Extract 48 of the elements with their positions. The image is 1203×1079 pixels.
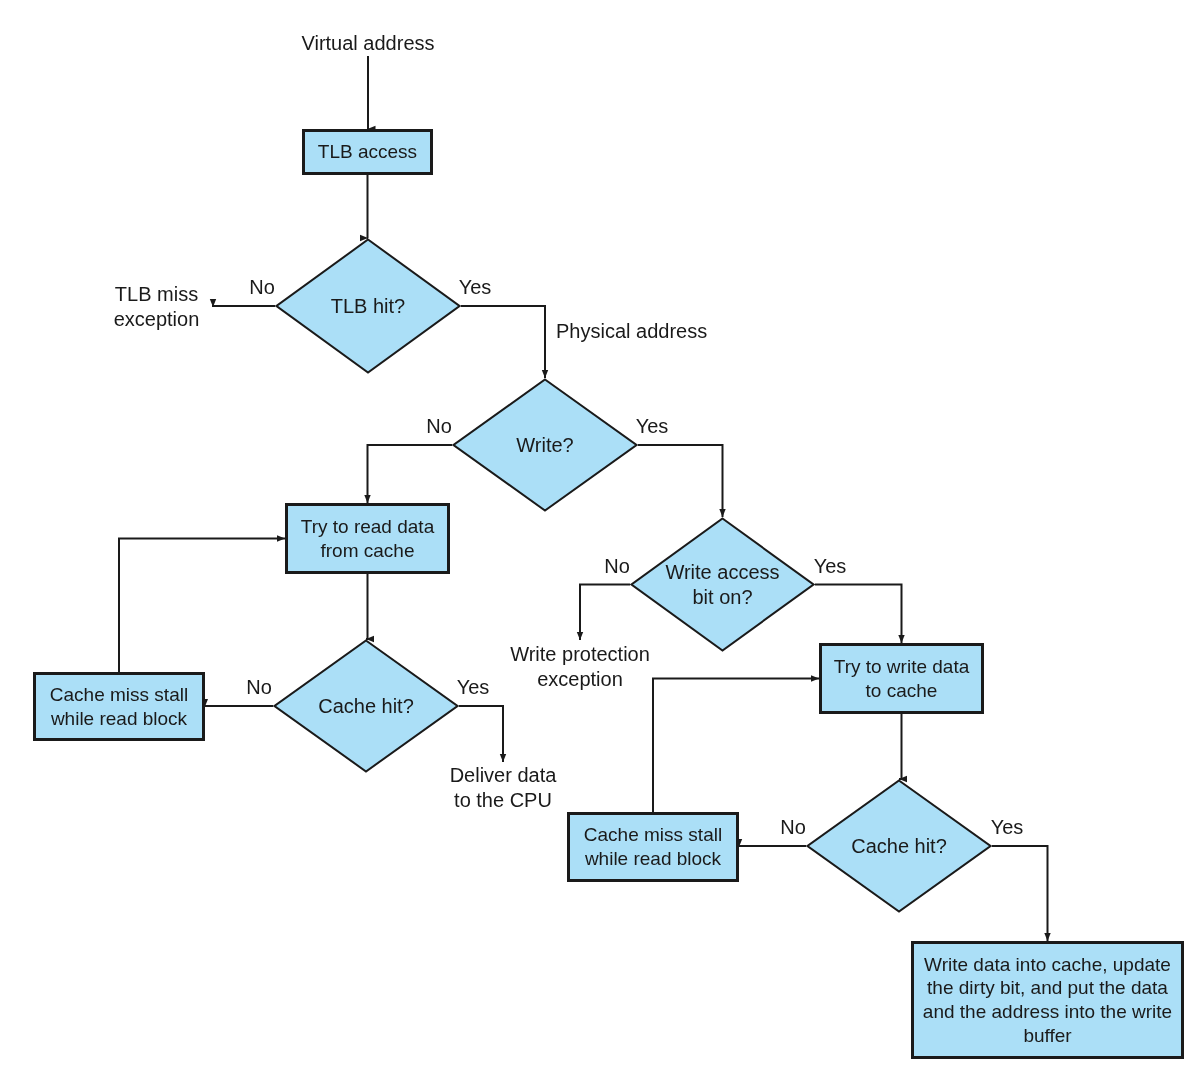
arrow	[898, 713, 907, 783]
edge-label: Yes	[990, 817, 1024, 837]
arrow	[360, 174, 369, 242]
arrow	[576, 583, 631, 641]
node-text: Write data into cache, update the dirty bit, and put the data and the address into the write buffer	[921, 952, 1174, 1048]
edge-label: Yes	[813, 556, 847, 576]
arrow	[637, 444, 726, 518]
node-text: TLB access	[317, 140, 418, 164]
node-text: Cache miss stall while read block	[582, 823, 724, 871]
node-text: TLB hit?	[330, 293, 406, 319]
signal-label: Physical address	[556, 319, 708, 343]
arrow	[118, 535, 286, 673]
node-text: Cache hit?	[318, 693, 414, 719]
decision-diamond	[275, 238, 461, 374]
node-text: TLB miss exception	[112, 282, 201, 332]
process-box	[819, 643, 984, 714]
edge-label: Yes	[458, 277, 492, 297]
process-box	[33, 672, 205, 741]
edge-label: No	[426, 416, 452, 436]
edge-label: Yes	[635, 416, 669, 436]
node-text: Virtual address	[301, 30, 435, 56]
node-text: Deliver data to the CPU	[448, 763, 558, 813]
node-text: Cache miss stall while read block	[48, 682, 190, 731]
node-text: Write access bit on?	[664, 559, 781, 610]
decision-diamond	[452, 378, 638, 512]
node-text: Write?	[516, 432, 574, 458]
arrow	[365, 573, 374, 643]
node-text: Try to read data from cache	[299, 514, 436, 563]
node-text: Write protection exception	[509, 642, 651, 692]
process-box	[285, 503, 450, 574]
arrow	[460, 305, 549, 379]
node-text: Cache hit?	[851, 833, 947, 859]
edge-label: No	[249, 277, 275, 297]
edge-label: No	[780, 817, 806, 837]
arrow	[458, 705, 507, 763]
arrow	[814, 583, 905, 644]
arrow	[991, 845, 1051, 942]
process-box	[911, 941, 1184, 1059]
arrow	[364, 444, 453, 504]
arrow	[209, 299, 276, 308]
process-box	[567, 812, 739, 882]
decision-diamond	[806, 779, 992, 913]
edge-label: No	[246, 677, 272, 697]
edge-label: Yes	[456, 677, 490, 697]
arrow	[652, 675, 820, 813]
process-box	[302, 129, 433, 175]
node-text: Try to write data to cache	[832, 654, 971, 703]
edge-label: No	[604, 556, 630, 576]
